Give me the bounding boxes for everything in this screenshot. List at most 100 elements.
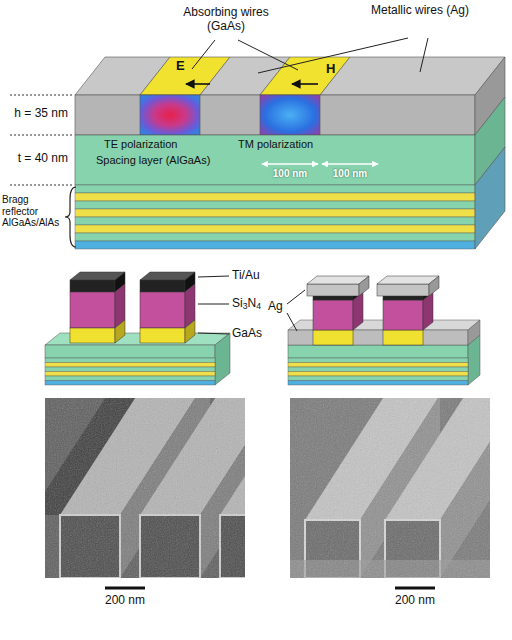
- pillar-right: [307, 276, 439, 345]
- leader-line: [287, 290, 305, 304]
- bragg-reflector: [45, 372, 215, 377]
- bragg-reflector: [75, 185, 475, 193]
- pillar-left: [185, 320, 195, 343]
- bragg-reflector: [288, 367, 468, 372]
- pillar-left: [70, 328, 115, 343]
- bragg-reflector: [75, 225, 475, 233]
- spacing-layer: [75, 135, 475, 185]
- sem-image: [45, 398, 245, 578]
- bragg-reflector: [45, 358, 215, 385]
- dimension-label: h = 35 nm: [14, 107, 68, 121]
- part-label: Bragg reflector AlGaAs/AlAs: [2, 194, 64, 229]
- bracket: [65, 187, 76, 247]
- bragg-reflector: [75, 241, 475, 249]
- pillar-right: [383, 300, 423, 330]
- leader-line: [287, 290, 305, 331]
- pillar-right: [313, 296, 353, 300]
- pillar-right: [429, 276, 439, 296]
- pillar-right: [313, 300, 353, 330]
- dimension-label: 100 nm: [333, 168, 367, 180]
- pillar-right: [383, 330, 423, 345]
- bragg-reflector: [288, 358, 468, 385]
- leader-line: [287, 313, 297, 331]
- dimension-line: [10, 135, 74, 136]
- dimension-line: [10, 95, 74, 96]
- pillar-left: [140, 292, 185, 328]
- sem-image: [290, 398, 490, 578]
- pillar-right: [383, 296, 423, 300]
- bragg-reflector: [45, 376, 215, 381]
- wire-grating-top-face: [75, 57, 505, 95]
- leader-line: [198, 276, 229, 277]
- pillar-left: [115, 320, 125, 343]
- leader-line: [198, 276, 229, 334]
- layer-label: Spacing layer (AlGaAs): [96, 154, 210, 167]
- pillar-right: [307, 284, 359, 296]
- scale-label: 200 nm: [105, 594, 145, 608]
- pillar-right: [359, 276, 369, 296]
- wire-layer-front: [75, 95, 475, 135]
- substrate-left: [45, 345, 215, 358]
- polarization-label: TM polarization: [238, 138, 313, 151]
- pillar-left: [70, 292, 115, 328]
- dimension-label: t = 40 nm: [18, 152, 68, 166]
- block-side-face: [475, 147, 505, 249]
- substrate-right: [468, 320, 480, 345]
- sem-image: [45, 398, 245, 578]
- leader-line: [192, 38, 428, 73]
- bragg-reflector: [288, 376, 468, 381]
- pillar-left: [140, 328, 185, 343]
- leader-line: [198, 304, 229, 305]
- material-label: GaAs: [232, 327, 262, 341]
- bracket: [65, 187, 76, 247]
- wire-layer-front: [75, 95, 475, 135]
- field-arrow: [186, 83, 318, 85]
- part-label: Metallic wires (Ag): [370, 4, 470, 18]
- substrate-right: [288, 345, 468, 358]
- material-label: Ag: [268, 300, 283, 314]
- dimension-line: [10, 95, 74, 185]
- bragg-reflector: [45, 381, 215, 386]
- substrate-left: [215, 333, 230, 385]
- field-arrow: [186, 83, 210, 85]
- leader-line: [198, 333, 229, 334]
- leader-line: [420, 38, 428, 72]
- dimension-line: [10, 185, 74, 186]
- bragg-reflector: [45, 358, 215, 363]
- pillar-left: [70, 280, 115, 292]
- period-arrow: [262, 163, 378, 164]
- spacing-layer: [75, 135, 475, 185]
- dimension-label: 100 nm: [273, 168, 307, 180]
- bragg-reflector: [288, 363, 468, 368]
- material-label: Ti/Au: [232, 269, 260, 283]
- bragg-reflector: [75, 193, 475, 201]
- leader-line: [192, 40, 215, 69]
- block-side-face: [475, 57, 505, 249]
- pillar-left: [140, 280, 185, 292]
- bragg-reflector: [288, 372, 468, 377]
- bragg-reflector: [45, 363, 215, 368]
- pillar-right: [313, 330, 353, 345]
- wire-layer-front: [140, 95, 200, 135]
- period-arrow: [262, 163, 318, 164]
- bragg-reflector: [288, 381, 468, 386]
- bragg-reflector: [75, 209, 475, 217]
- field-label: E: [176, 59, 185, 74]
- sem-image: [290, 398, 490, 578]
- bragg-reflector: [45, 367, 215, 372]
- bragg-reflector: [288, 358, 468, 363]
- wire-layer-front: [260, 95, 320, 135]
- bragg-reflector: [75, 217, 475, 225]
- wire-grating-top-face: [320, 57, 505, 95]
- bragg-reflector: [75, 233, 475, 241]
- scale-bar: [105, 587, 435, 590]
- pillar-right: [307, 276, 369, 284]
- sem-image: [290, 398, 490, 578]
- sem-image: [45, 398, 245, 578]
- period-arrow: [322, 163, 378, 164]
- pillar-left: [70, 272, 195, 343]
- bragg-reflector: [75, 185, 475, 249]
- field-label: H: [326, 62, 335, 77]
- polarization-label: TE polarization: [104, 138, 177, 151]
